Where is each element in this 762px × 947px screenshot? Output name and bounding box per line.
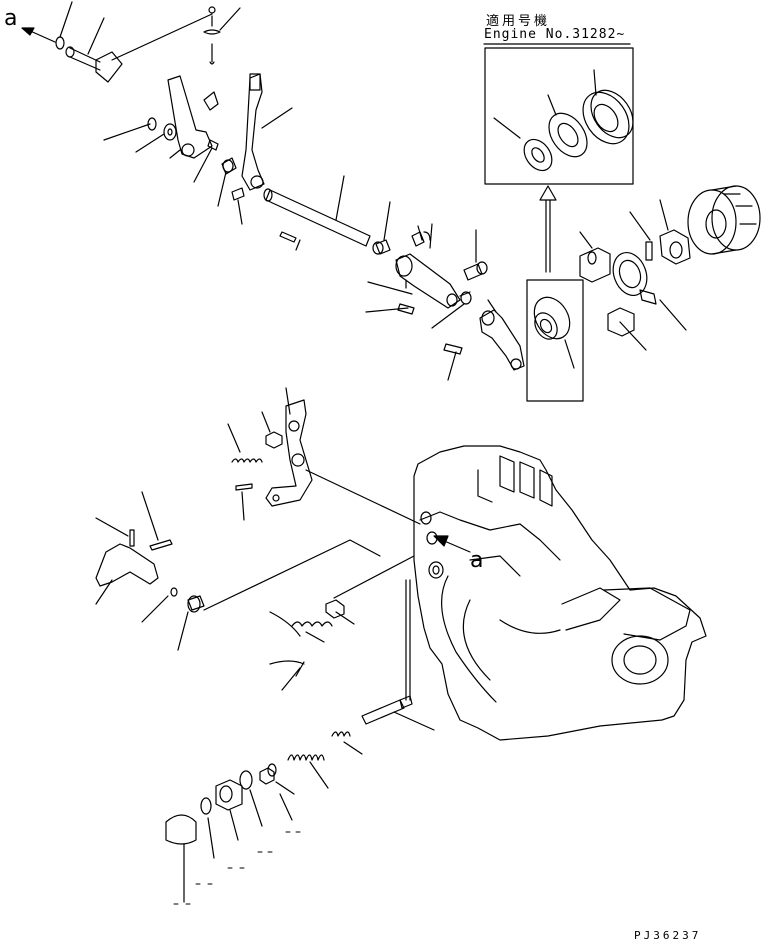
mid-shaft-assembly bbox=[263, 175, 488, 329]
reference-mark-a: a bbox=[4, 6, 18, 31]
standard-part-box bbox=[526, 279, 584, 402]
inset-box bbox=[483, 43, 634, 185]
top-lever-assembly bbox=[21, 1, 293, 225]
bracket-lever bbox=[227, 387, 421, 525]
governor-parts bbox=[579, 185, 761, 351]
variant-arrow bbox=[539, 185, 557, 273]
inset-engine-number: Engine No.31282~ bbox=[484, 27, 626, 42]
bell-crank bbox=[443, 299, 525, 381]
stop-screw-stack bbox=[165, 579, 435, 903]
injection-pump bbox=[413, 445, 707, 741]
item-number-marks bbox=[173, 831, 301, 905]
spring-adjusters bbox=[269, 555, 415, 691]
drawing-code: PJ36237 bbox=[634, 929, 702, 942]
inset-applicable-label: 適用号機 bbox=[486, 14, 551, 29]
reference-mark-a-pump: a bbox=[470, 548, 484, 573]
left-small-lever bbox=[95, 491, 381, 651]
